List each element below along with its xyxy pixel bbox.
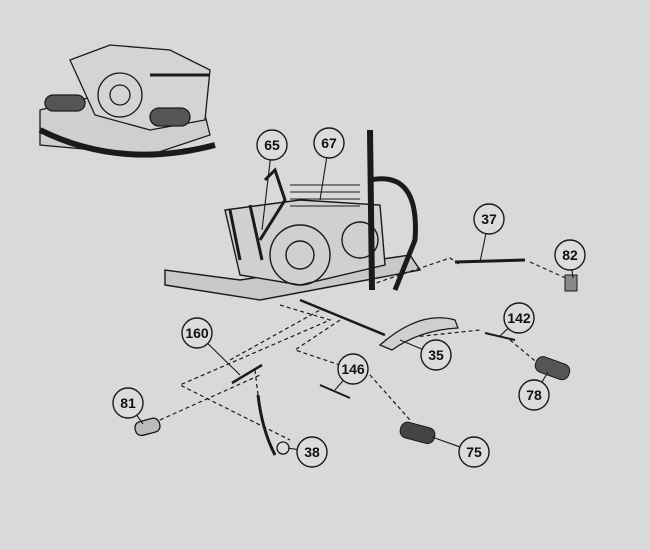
callout-group: 65 67 37 82 142 35 78 160 146 81 38 75: [112, 127, 586, 468]
leader-line: [499, 327, 509, 337]
callout-circle: [296, 436, 328, 468]
leader-line: [261, 159, 271, 231]
callout-circle: [181, 317, 213, 349]
loose-parts: [134, 258, 578, 456]
callout-label: 142: [507, 310, 531, 326]
callout-circle: [503, 302, 535, 334]
leader-line: [319, 157, 328, 201]
callout-circle: [337, 353, 369, 385]
callout-label: 78: [526, 387, 542, 403]
callout-142: 142: [499, 302, 535, 337]
leader-line: [571, 269, 574, 279]
callout-circle: [420, 339, 452, 371]
callout-label: 65: [264, 137, 280, 153]
callout-circle: [518, 379, 550, 411]
callout-82: 82: [554, 239, 586, 279]
callout-75: 75: [431, 436, 490, 468]
leader-line: [541, 371, 549, 383]
callout-label: 75: [466, 444, 482, 460]
callout-circle: [313, 127, 345, 159]
leader-line: [136, 414, 144, 425]
callout-circle: [458, 436, 490, 468]
callout-81: 81: [112, 387, 144, 425]
callout-label: 160: [185, 325, 209, 341]
callout-circle: [256, 129, 288, 161]
callout-label: 37: [481, 211, 497, 227]
callout-circle: [112, 387, 144, 419]
callout-38: 38: [287, 436, 328, 468]
callout-160: 160: [181, 317, 241, 376]
inset-engine-view: [38, 44, 216, 158]
callout-label: 81: [120, 395, 136, 411]
callout-circle: [473, 203, 505, 235]
leader-line: [431, 436, 461, 448]
callout-label: 35: [428, 347, 444, 363]
leader-line: [334, 380, 344, 391]
callout-67: 67: [313, 127, 345, 201]
callout-37: 37: [473, 203, 505, 263]
leader-line: [399, 339, 423, 350]
callout-78: 78: [518, 371, 550, 411]
engine-frame-assembly: [164, 129, 422, 301]
callout-65: 65: [256, 129, 288, 231]
callout-label: 38: [304, 444, 320, 460]
leader-line: [287, 447, 298, 451]
callout-146: 146: [334, 353, 369, 391]
callout-label: 82: [562, 247, 578, 263]
leader-line: [207, 343, 241, 376]
callout-label: 146: [341, 361, 365, 377]
callout-circle: [554, 239, 586, 271]
callout-35: 35: [399, 339, 452, 371]
leader-line: [479, 233, 487, 263]
callout-label: 67: [321, 135, 337, 151]
